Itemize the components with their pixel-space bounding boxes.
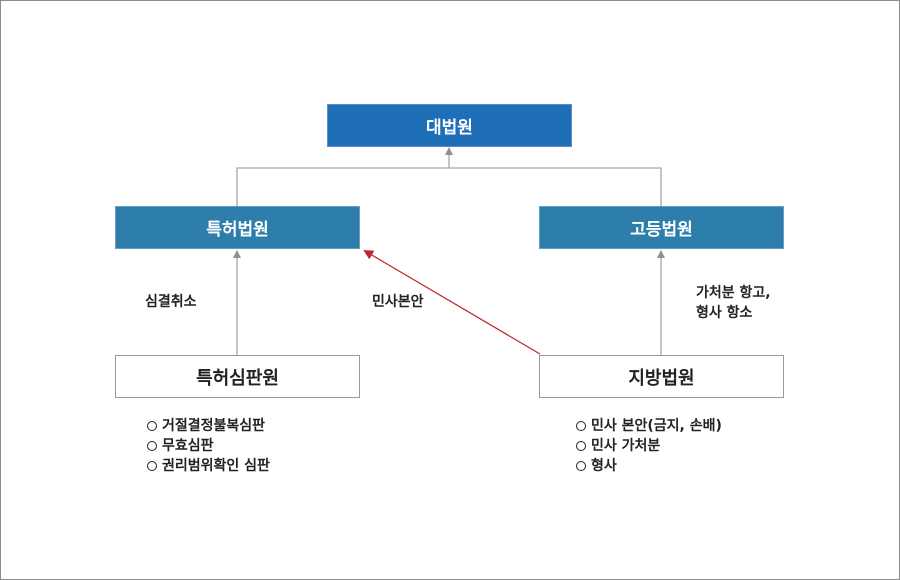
list-item-text: 민사 가처분 xyxy=(591,438,661,454)
patent-tribunal-node: 특허심판원 xyxy=(115,355,360,398)
district-court-list: 민사 본안(금지, 손배) 민사 가처분 형사 xyxy=(574,416,722,476)
circle-bullet-icon xyxy=(576,421,586,431)
list-item: 무효심판 xyxy=(145,436,270,456)
list-item: 형사 xyxy=(574,456,722,476)
patent-court-node: 특허법원 xyxy=(115,206,360,249)
circle-bullet-icon xyxy=(147,461,157,471)
circle-bullet-icon xyxy=(576,461,586,471)
edge-label-civil-main: 민사본안 xyxy=(372,294,424,310)
patent-tribunal-list: 거절결정불복심판 무효심판 권리범위확인 심판 xyxy=(145,416,270,476)
high-court-label: 고등법원 xyxy=(630,220,693,240)
list-item-text: 형사 xyxy=(591,458,617,474)
circle-bullet-icon xyxy=(576,441,586,451)
list-item: 권리범위확인 심판 xyxy=(145,456,270,476)
list-item: 민사 가처분 xyxy=(574,436,722,456)
district-court-label: 지방법원 xyxy=(628,367,695,389)
supreme-court-node: 대법원 xyxy=(327,104,572,147)
supreme-court-label: 대법원 xyxy=(426,118,473,138)
list-item-text: 무효심판 xyxy=(162,438,214,454)
patent-tribunal-label: 특허심판원 xyxy=(196,367,279,389)
list-item-text: 거절결정불복심판 xyxy=(162,418,266,434)
list-item: 민사 본안(금지, 손배) xyxy=(574,416,722,436)
patent-court-label: 특허법원 xyxy=(206,220,269,240)
edge-label-revocation: 심결취소 xyxy=(145,294,197,310)
district-court-node: 지방법원 xyxy=(539,355,784,398)
circle-bullet-icon xyxy=(147,441,157,451)
edge-label-appeal-line-1: 가처분 항고, xyxy=(696,285,771,301)
list-item-text: 권리범위확인 심판 xyxy=(162,458,270,474)
high-court-node: 고등법원 xyxy=(539,206,784,249)
edge-label-appeal-line-2: 형사 항소 xyxy=(696,305,753,321)
edge-label-appeal: 가처분 항고, 형사 항소 xyxy=(696,283,771,323)
list-item: 거절결정불복심판 xyxy=(145,416,270,436)
circle-bullet-icon xyxy=(147,421,157,431)
list-item-text: 민사 본안(금지, 손배) xyxy=(591,418,722,434)
